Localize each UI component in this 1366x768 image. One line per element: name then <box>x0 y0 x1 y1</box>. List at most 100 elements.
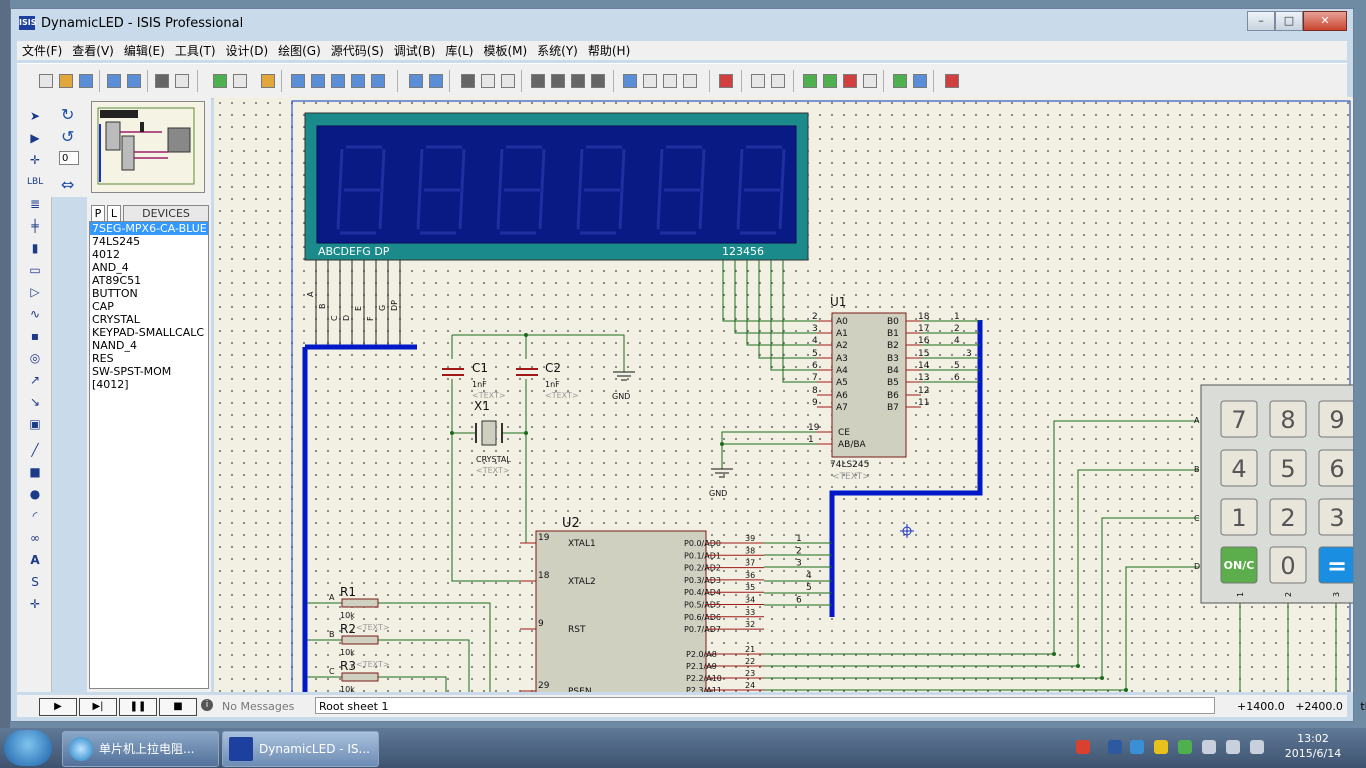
bus-icon[interactable]: ╪ <box>31 219 39 233</box>
junction-dot-icon[interactable]: ✛ <box>29 153 41 167</box>
new-file-icon[interactable] <box>39 74 53 88</box>
step-button[interactable]: ▶| <box>79 698 117 716</box>
voltage-probe-icon[interactable]: ↗ <box>29 373 41 387</box>
terminals-icon[interactable]: ▭ <box>29 263 41 277</box>
play-button[interactable]: ▶ <box>39 698 77 716</box>
rotate-anticlockwise-icon[interactable]: ↺ <box>61 127 75 146</box>
open-folder-icon[interactable] <box>59 74 73 88</box>
subcircuit-icon[interactable]: ▮ <box>31 241 39 255</box>
block-copy-icon[interactable] <box>531 74 545 88</box>
menu-source[interactable]: 源代码(S) <box>330 44 384 58</box>
list-item[interactable]: NAND_4 <box>92 339 137 352</box>
refresh-icon[interactable] <box>213 74 227 88</box>
new-sheet-icon[interactable] <box>803 74 817 88</box>
start-button[interactable] <box>4 730 52 766</box>
rotation-angle-input[interactable]: 0 <box>59 151 79 165</box>
current-probe-icon[interactable]: ↘ <box>29 395 41 409</box>
print-icon[interactable] <box>155 74 169 88</box>
menu-debug[interactable]: 调试(B) <box>393 44 436 58</box>
grid-icon[interactable] <box>233 74 247 88</box>
print-area-icon[interactable] <box>175 74 189 88</box>
menu-help[interactable]: 帮助(H) <box>587 44 631 58</box>
globe-icon[interactable] <box>1130 740 1144 754</box>
block-rotate-icon[interactable] <box>571 74 585 88</box>
graph-icon[interactable]: ∿ <box>29 307 41 321</box>
save-icon[interactable] <box>79 74 93 88</box>
seven-segment-display[interactable]: ABCDEFG DP 123456 <box>304 112 809 261</box>
list-item[interactable]: 4012 <box>92 248 120 261</box>
rotate-clockwise-icon[interactable]: ↻ <box>61 105 75 124</box>
menu-graph[interactable]: 绘图(G) <box>278 44 321 58</box>
pan-icon[interactable] <box>291 74 305 88</box>
input-method-icon[interactable] <box>1076 740 1090 754</box>
pick-device-icon[interactable] <box>623 74 637 88</box>
make-device-icon[interactable] <box>643 74 657 88</box>
power-icon[interactable] <box>1250 740 1264 754</box>
path-icon[interactable]: ∞ <box>30 531 40 545</box>
symbol-icon[interactable]: S <box>31 575 39 589</box>
remove-sheet-icon[interactable] <box>843 74 857 88</box>
menu-tools[interactable]: 工具(T) <box>174 44 216 58</box>
text-script-icon[interactable]: ≣ <box>29 197 41 211</box>
antivirus-icon[interactable] <box>1154 740 1168 754</box>
text-icon[interactable]: A <box>30 553 40 567</box>
list-item[interactable]: SW-SPST-MOM <box>92 365 172 378</box>
menu-template[interactable]: 模板(M) <box>483 44 528 58</box>
menu-view[interactable]: 查看(V) <box>72 44 114 58</box>
overview-window[interactable] <box>91 101 205 193</box>
add-sheet-icon[interactable] <box>823 74 837 88</box>
paste-icon[interactable] <box>501 74 515 88</box>
device-pins-icon[interactable]: ▷ <box>30 285 40 299</box>
tape-recorder-icon[interactable]: ▪ <box>30 329 40 343</box>
package-tool-icon[interactable] <box>663 74 677 88</box>
ares-icon[interactable] <box>945 74 959 88</box>
menu-design[interactable]: 设计(D) <box>225 44 269 58</box>
maximize-button[interactable]: □ <box>1275 11 1303 31</box>
zoom-area-icon[interactable] <box>371 74 385 88</box>
list-item[interactable]: CRYSTAL <box>92 313 140 326</box>
volume-icon[interactable] <box>1202 740 1216 754</box>
list-item[interactable]: BUTTON <box>92 287 138 300</box>
zoom-in-icon[interactable] <box>311 74 325 88</box>
import-icon[interactable] <box>107 74 121 88</box>
goto-parent-icon[interactable] <box>863 74 877 88</box>
menu-system[interactable]: 系统(Y) <box>537 44 578 58</box>
virtual-instruments-icon[interactable]: ▣ <box>29 417 41 431</box>
stop-button[interactable]: ■ <box>159 698 197 716</box>
menu-edit[interactable]: 编辑(E) <box>123 44 165 58</box>
origin-icon[interactable] <box>261 74 275 88</box>
clock[interactable]: 13:02 2015/6/14 <box>1280 731 1346 761</box>
close-button[interactable]: ✕ <box>1303 11 1347 31</box>
line-icon[interactable]: ╱ <box>31 443 39 457</box>
decompose-icon[interactable] <box>683 74 697 88</box>
taskbar-browser[interactable]: 单片机上拉电阻... <box>62 731 219 767</box>
library-tab[interactable]: L <box>107 205 121 222</box>
cut-icon[interactable] <box>461 74 475 88</box>
component-mode-icon[interactable]: ▶ <box>30 131 40 145</box>
box-icon[interactable]: ■ <box>29 465 41 479</box>
list-item[interactable]: AT89C51 <box>92 274 142 287</box>
wire-autorouter-icon[interactable] <box>719 74 733 88</box>
list-item[interactable]: 7SEG-MPX6-CA-BLUE <box>90 222 208 235</box>
minimize-button[interactable]: – <box>1247 11 1275 31</box>
selection-mode-icon[interactable]: ➤ <box>29 109 41 123</box>
menu-file[interactable]: 文件(F) <box>22 44 63 58</box>
list-item[interactable]: CAP <box>92 300 114 313</box>
marker-icon[interactable]: ✛ <box>29 597 41 611</box>
zoom-all-icon[interactable] <box>351 74 365 88</box>
network-icon[interactable] <box>1108 740 1122 754</box>
block-delete-icon[interactable] <box>591 74 605 88</box>
generator-icon[interactable]: ◎ <box>29 351 41 365</box>
redo-icon[interactable] <box>429 74 443 88</box>
taskbar-isis[interactable]: DynamicLED - IS... <box>222 731 379 767</box>
list-item[interactable]: 74LS245 <box>92 235 141 248</box>
wire-label-icon[interactable]: LBL <box>27 177 44 187</box>
schematic-canvas[interactable]: ABCDEFG DP 123456 A B C D E F G DP <box>214 97 1353 692</box>
arc-icon[interactable]: ◜ <box>32 509 38 523</box>
list-item[interactable]: RES <box>92 352 114 365</box>
undo-icon[interactable] <box>409 74 423 88</box>
search-icon[interactable] <box>751 74 765 88</box>
